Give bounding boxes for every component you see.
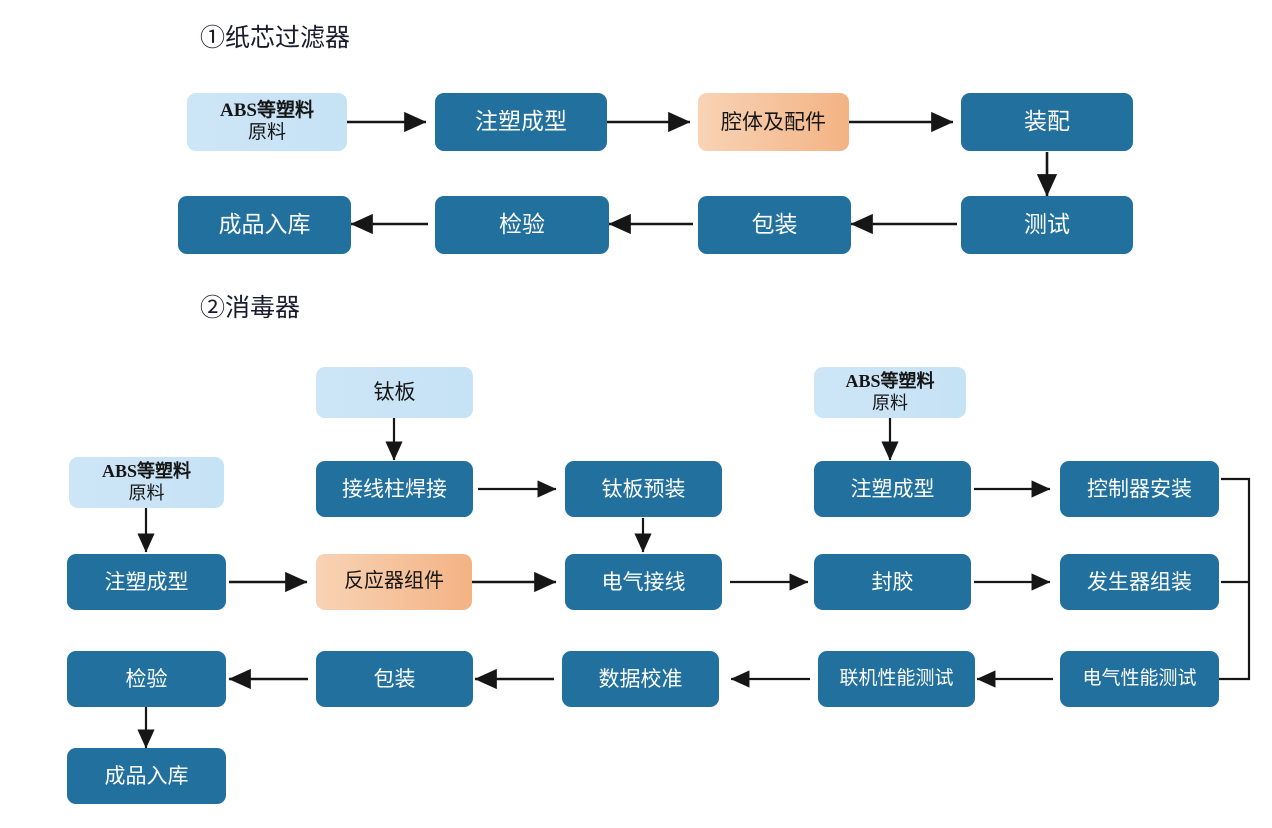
node-label: 装配	[1024, 109, 1070, 135]
node-label: 成品入库	[104, 763, 189, 788]
node-f2-injection-molding-left[interactable]: 注塑成型	[67, 554, 226, 610]
node-f1-cavity-and-parts[interactable]: 腔体及配件	[698, 93, 849, 151]
abs-prefix-text: ABS等塑料	[101, 461, 191, 482]
node-f2-electrical-wiring[interactable]: 电气接线	[565, 554, 722, 610]
node-f2-data-calibration[interactable]: 数据校准	[562, 651, 719, 707]
node-label: 测试	[1024, 212, 1070, 238]
node-label: 钛板预装	[601, 476, 686, 501]
node-label: 注塑成型	[104, 569, 189, 594]
node-f2-packaging[interactable]: 包装	[316, 651, 473, 707]
node-f2-generator-assembly[interactable]: 发生器组装	[1060, 554, 1219, 610]
abs-suffix-text: 原料	[247, 122, 286, 143]
node-label: ABS等塑料原料	[69, 461, 224, 503]
node-label: 成品入库	[218, 212, 311, 238]
node-label: 电气性能测试	[1082, 667, 1197, 689]
section-title-paper-filter: ①纸芯过滤器	[200, 25, 351, 52]
node-label: 包装	[373, 666, 416, 691]
node-f1-testing[interactable]: 测试	[961, 196, 1133, 254]
node-f1-inspection[interactable]: 检验	[435, 196, 609, 254]
node-f2-injection-molding-right[interactable]: 注塑成型	[814, 461, 971, 517]
node-label: 包装	[751, 212, 798, 238]
node-f2-abs-material-right[interactable]: ABS等塑料原料	[814, 367, 966, 418]
node-f2-terminal-welding[interactable]: 接线柱焊接	[316, 461, 473, 517]
section-title-sterilizer: ②消毒器	[200, 295, 301, 322]
node-label: 封胶	[871, 569, 914, 594]
abs-suffix-text: 原料	[128, 482, 165, 503]
node-f2-system-performance-test[interactable]: 联机性能测试	[818, 651, 975, 707]
node-f1-abs-material[interactable]: ABS等塑料原料	[187, 93, 347, 151]
node-label: 注塑成型	[475, 109, 567, 135]
node-label: 接线柱焊接	[342, 476, 447, 501]
node-f1-assembly[interactable]: 装配	[961, 93, 1133, 151]
node-label: 联机性能测试	[839, 667, 954, 689]
node-f2-glue-sealing[interactable]: 封胶	[814, 554, 971, 610]
node-f2-reactor-assembly-part[interactable]: 反应器组件	[316, 554, 472, 610]
node-f1-packaging[interactable]: 包装	[698, 196, 851, 254]
node-f2-titanium-preassembly[interactable]: 钛板预装	[565, 461, 722, 517]
node-label: 控制器安装	[1087, 476, 1192, 501]
node-label: 数据校准	[598, 666, 683, 691]
abs-suffix-text: 原料	[872, 392, 908, 413]
node-label: 电气接线	[601, 569, 686, 594]
node-label: 注塑成型	[850, 476, 935, 501]
node-label: 检验	[125, 666, 168, 691]
node-label: 发生器组装	[1087, 569, 1192, 594]
node-f1-finished-goods-warehouse[interactable]: 成品入库	[178, 196, 351, 254]
node-label: 钛板	[373, 380, 416, 405]
node-f2-titanium-plate[interactable]: 钛板	[316, 367, 473, 418]
node-label: 检验	[499, 212, 545, 238]
node-label: ABS等塑料原料	[187, 100, 347, 145]
node-label: 反应器组件	[344, 570, 444, 593]
node-f2-abs-material-left[interactable]: ABS等塑料原料	[69, 457, 224, 508]
abs-prefix-text: ABS等塑料	[220, 99, 314, 121]
node-f2-finished-goods-warehouse[interactable]: 成品入库	[67, 748, 226, 804]
node-f1-injection-molding[interactable]: 注塑成型	[435, 93, 607, 151]
node-label: 腔体及配件	[721, 109, 826, 134]
abs-prefix-text: ABS等塑料	[845, 371, 935, 392]
node-f2-electrical-performance-test[interactable]: 电气性能测试	[1060, 651, 1219, 707]
node-f2-controller-installation[interactable]: 控制器安装	[1060, 461, 1219, 517]
node-label: ABS等塑料原料	[814, 371, 966, 413]
node-f2-inspection[interactable]: 检验	[67, 651, 226, 707]
